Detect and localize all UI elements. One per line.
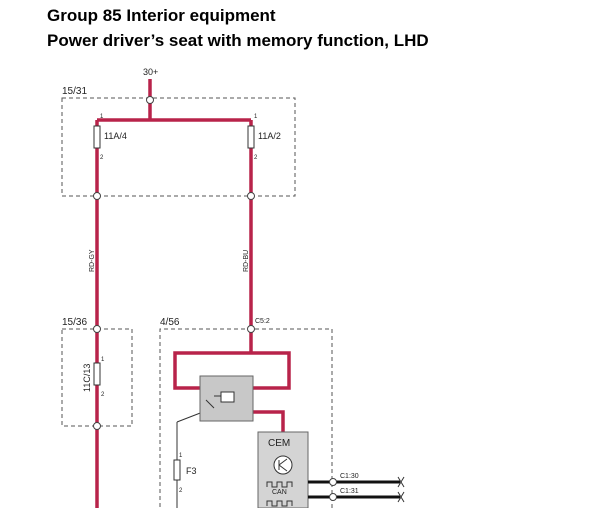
can-label: CAN <box>272 489 287 496</box>
pin-11a2-2: 2 <box>254 155 258 161</box>
pin-f3-2: 2 <box>179 488 183 494</box>
diagram-group-title: Group 85 Interior equipment <box>47 6 276 25</box>
node-right-top <box>247 192 255 200</box>
fuse-f3-label: F3 <box>186 466 197 476</box>
box-right-label: 4/56 <box>160 317 180 328</box>
can-bus: C1:30 C1:31 <box>308 473 405 503</box>
fuse-mid-label: 11C/13 <box>82 364 92 392</box>
pin-11a2-1: 1 <box>254 114 258 120</box>
relay-coil-icon <box>220 391 235 403</box>
cem-label: CEM <box>268 438 290 449</box>
node-30 <box>146 96 154 104</box>
wire-right-label: RD-BU <box>243 250 250 272</box>
relay-contact-icon <box>205 399 215 409</box>
fuse-11c13-icon <box>93 362 101 386</box>
connector-c52-label: C5:2 <box>255 318 270 325</box>
pin-f3-1: 1 <box>179 453 183 459</box>
fuse-f3-icon <box>173 459 181 481</box>
break-mark-c130-icon <box>397 476 405 488</box>
transistor-symbol <box>278 458 288 472</box>
node-c52 <box>247 325 255 333</box>
node-left-bottom <box>93 422 101 430</box>
can-waveform-top-icon <box>266 481 293 488</box>
fuse-labels: 11A/4 11A/2 F3 11C/13 <box>82 131 281 476</box>
pin-11a4-2: 2 <box>100 155 104 161</box>
connector-c131-label: C1:31 <box>340 488 359 495</box>
fuses <box>93 125 255 481</box>
node-c131 <box>329 493 337 501</box>
can-waveform-bottom-icon <box>266 500 293 507</box>
pin-11c13-1: 1 <box>101 357 105 363</box>
box-top-label: 15/31 <box>62 86 87 97</box>
pin-numbers: 1 2 1 2 1 2 1 2 <box>100 114 258 494</box>
pin-11a4-1: 1 <box>100 114 104 120</box>
fuse-left-label: 11A/4 <box>104 131 127 141</box>
fuse-11a4-icon <box>93 125 101 149</box>
transistor-icon <box>273 455 293 475</box>
diagram-subtitle: Power driver’s seat with memory function… <box>47 31 429 50</box>
junction-nodes <box>93 96 255 430</box>
node-left-top <box>93 192 101 200</box>
wire-relay-loop-left <box>173 351 251 390</box>
wire-left-label: RD-GY <box>89 249 96 272</box>
fuse-right-label: 11A/2 <box>258 131 281 141</box>
fuse-11a2-icon <box>247 125 255 149</box>
wire-relay-loop-right <box>251 351 291 390</box>
wire-to-cem <box>253 410 285 432</box>
break-mark-c131-icon <box>397 491 405 503</box>
node-left-mid <box>93 325 101 333</box>
connector-c130-label: C1:30 <box>340 473 359 480</box>
box-mid-label: 15/36 <box>62 317 87 328</box>
node-c130 <box>329 478 337 486</box>
pin-11c13-2: 2 <box>101 392 105 398</box>
fuse-box-15-31 <box>61 97 296 197</box>
supply-label: 30+ <box>143 67 158 77</box>
